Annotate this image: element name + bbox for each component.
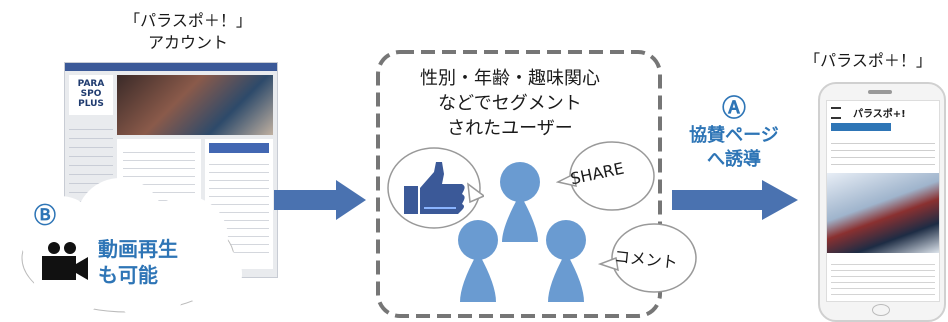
phone-speaker — [868, 90, 892, 94]
arrow-to-sponsor-page — [672, 180, 798, 220]
category-tag — [831, 123, 891, 131]
phone-title: パラスポ+! — [853, 109, 906, 120]
arrow-to-users — [274, 180, 366, 220]
segment-description: 性別・年齢・趣味関心 などでセグメント されたユーザー — [420, 68, 600, 139]
marker-b: Ⓑ — [34, 204, 57, 229]
video-cloud — [20, 178, 242, 322]
thumbs-up-icon — [404, 162, 465, 214]
comment-bubble — [598, 223, 697, 293]
segmented-users-box — [376, 50, 662, 318]
video-camera-icon — [42, 242, 88, 280]
right-caption: 「パラスポ＋！」 — [804, 51, 932, 70]
left-caption: 「パラスポ＋！」 アカウント — [124, 11, 252, 52]
article-body — [831, 259, 935, 297]
facebook-top-bar — [65, 63, 277, 71]
phone-screen: パラスポ+! — [826, 100, 940, 302]
menu-icon — [831, 107, 841, 119]
share-bubble — [556, 141, 655, 211]
marker-a: Ⓐ — [722, 94, 746, 122]
article-photo — [827, 173, 939, 253]
article-headline — [831, 137, 935, 167]
smartphone: パラスポ+! — [818, 82, 946, 322]
cover-photo — [117, 75, 273, 135]
video-playback-text: 動画再生 も可能 — [98, 237, 178, 287]
phone-home-button — [872, 304, 890, 316]
lead-to-sponsor-text: 協賛ページ へ誘導 — [689, 125, 779, 170]
brand-logo: PARA SPO PLUS — [69, 75, 113, 115]
user-figures — [458, 162, 586, 302]
